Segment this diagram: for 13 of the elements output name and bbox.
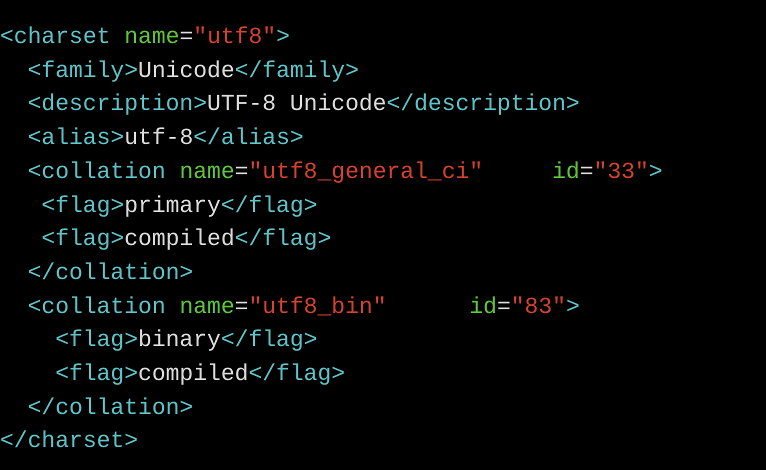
code-line: </collation>: [28, 258, 194, 288]
code-line: <flag>compiled</flag>: [41, 225, 332, 254]
code-line: <collation name="utf8_bin" id="83">: [28, 292, 580, 322]
code-line: <alias>utf-8</alias>: [28, 124, 304, 154]
code-line: <flag>binary</flag>: [55, 326, 318, 356]
code-line: <charset name="utf8">: [0, 23, 290, 52]
code-line: <description>UTF-8 Unicode</description>: [28, 90, 580, 120]
code-line: </charset>: [0, 427, 138, 456]
code-line: <flag>compiled</flag>: [55, 360, 346, 389]
code-line: <family>Unicode</family>: [28, 56, 359, 86]
code-line: <collation name="utf8_general_ci" id="33">: [28, 158, 663, 187]
code-line: </collation>: [28, 394, 194, 423]
code-line: <flag>primary</flag>: [41, 192, 318, 220]
